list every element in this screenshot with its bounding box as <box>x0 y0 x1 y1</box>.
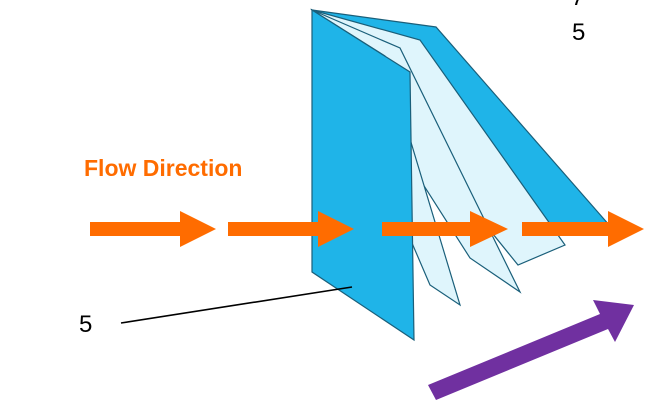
callout-number-label: 5 <box>79 311 93 338</box>
diagonal-arrow-icon <box>428 300 634 400</box>
right-arrow-icon <box>90 211 216 247</box>
right-arrow-icon <box>382 211 508 247</box>
right-arrow-icon <box>522 211 644 247</box>
right-arrow-icon <box>228 211 354 247</box>
top-right-fragment-label: 7 <box>572 0 585 12</box>
flow-direction-label: Flow Direction <box>84 155 243 181</box>
top-right-number-label: 5 <box>572 19 586 46</box>
callout-leader-line <box>120 286 353 324</box>
front-panel <box>311 8 415 342</box>
